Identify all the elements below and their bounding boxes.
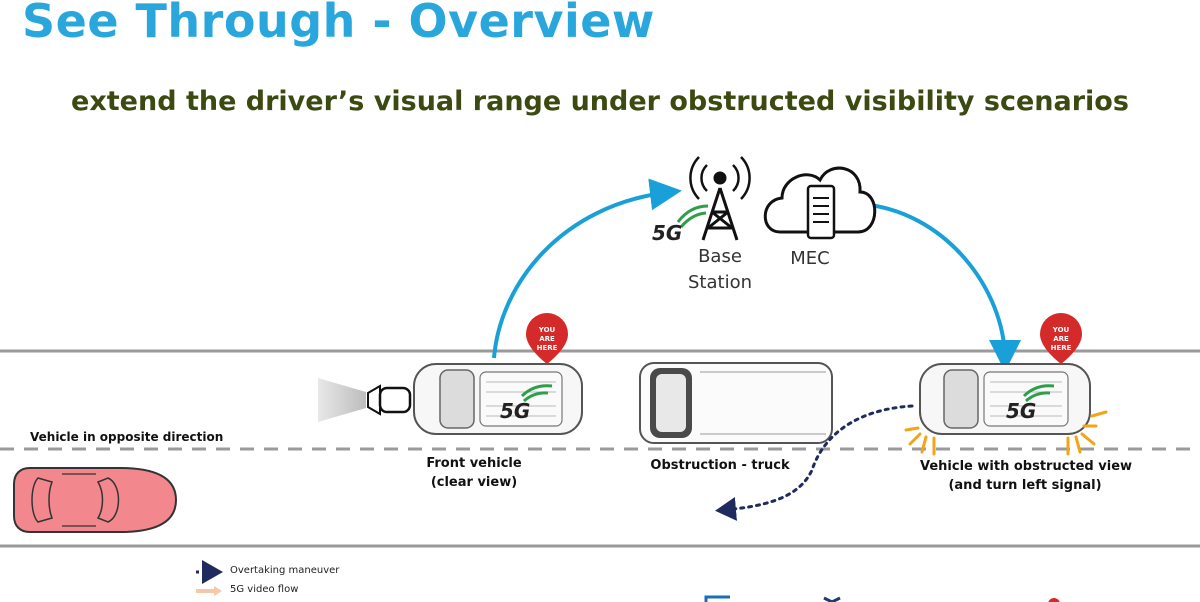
opposite-direction-label: Vehicle in opposite direction (30, 430, 224, 444)
obstruction-truck (639, 362, 833, 444)
truck-label: Obstruction - truck (650, 458, 790, 473)
page-subtitle: extend the driver’s visual range under o… (71, 86, 1129, 117)
base-station-label-line1: Base (698, 246, 742, 267)
pin-text-are: ARE (539, 335, 555, 343)
legend-video-flow-label: 5G video flow (230, 584, 299, 595)
front-vehicle-label-line2: (clear view) (430, 475, 518, 490)
front-vehicle-label-line1: Front vehicle (426, 456, 522, 471)
uplink-arrow (492, 178, 682, 359)
5g-badge-text: 5G (652, 221, 682, 245)
pin-text-you: YOU (1052, 326, 1070, 334)
opposite-direction-car (13, 467, 178, 533)
page-title: See Through - Overview (22, 0, 655, 48)
pin-text-are: ARE (1053, 335, 1069, 343)
pin-text-here: HERE (1051, 344, 1072, 352)
5g-logo-icon: 5G (652, 204, 709, 245)
mec-cloud-icon (763, 166, 877, 240)
obstructed-vehicle: 5G (919, 363, 1091, 435)
obstructed-vehicle-5g-text: 5G (1006, 399, 1036, 423)
you-are-here-pin-obstructed: YOU ARE HERE (1040, 313, 1082, 364)
footer-logo-fragment (1048, 598, 1060, 602)
front-vehicle: 5G (413, 363, 583, 435)
obstructed-vehicle-label-line1: Vehicle with obstructed view (920, 459, 1133, 474)
legend-overtaking-label: Overtaking maneuver (230, 565, 340, 576)
pin-text-here: HERE (537, 344, 558, 352)
base-station-icon (689, 156, 751, 241)
footer-logo-fragment (704, 595, 730, 602)
camera-icon (318, 378, 412, 422)
obstructed-vehicle-label: Vehicle with obstructed view (and turn l… (920, 457, 1133, 495)
obstructed-vehicle-label-line2: (and turn left signal) (948, 478, 1102, 493)
mec-label: MEC (790, 248, 830, 269)
turn-signal-rays (904, 410, 1108, 456)
front-vehicle-label: Front vehicle (clear view) (414, 454, 534, 492)
legend-video-flow-arrowhead (214, 586, 222, 596)
you-are-here-pin-front: YOU ARE HERE (526, 313, 568, 364)
pin-text-you: YOU (538, 326, 556, 334)
front-vehicle-5g-text: 5G (500, 399, 530, 423)
overtaking-path (715, 404, 914, 521)
footer-logo-fragment (823, 596, 841, 602)
base-station-label: Base Station (680, 244, 760, 296)
base-station-label-line2: Station (688, 272, 752, 293)
downlink-arrow (859, 202, 1021, 372)
